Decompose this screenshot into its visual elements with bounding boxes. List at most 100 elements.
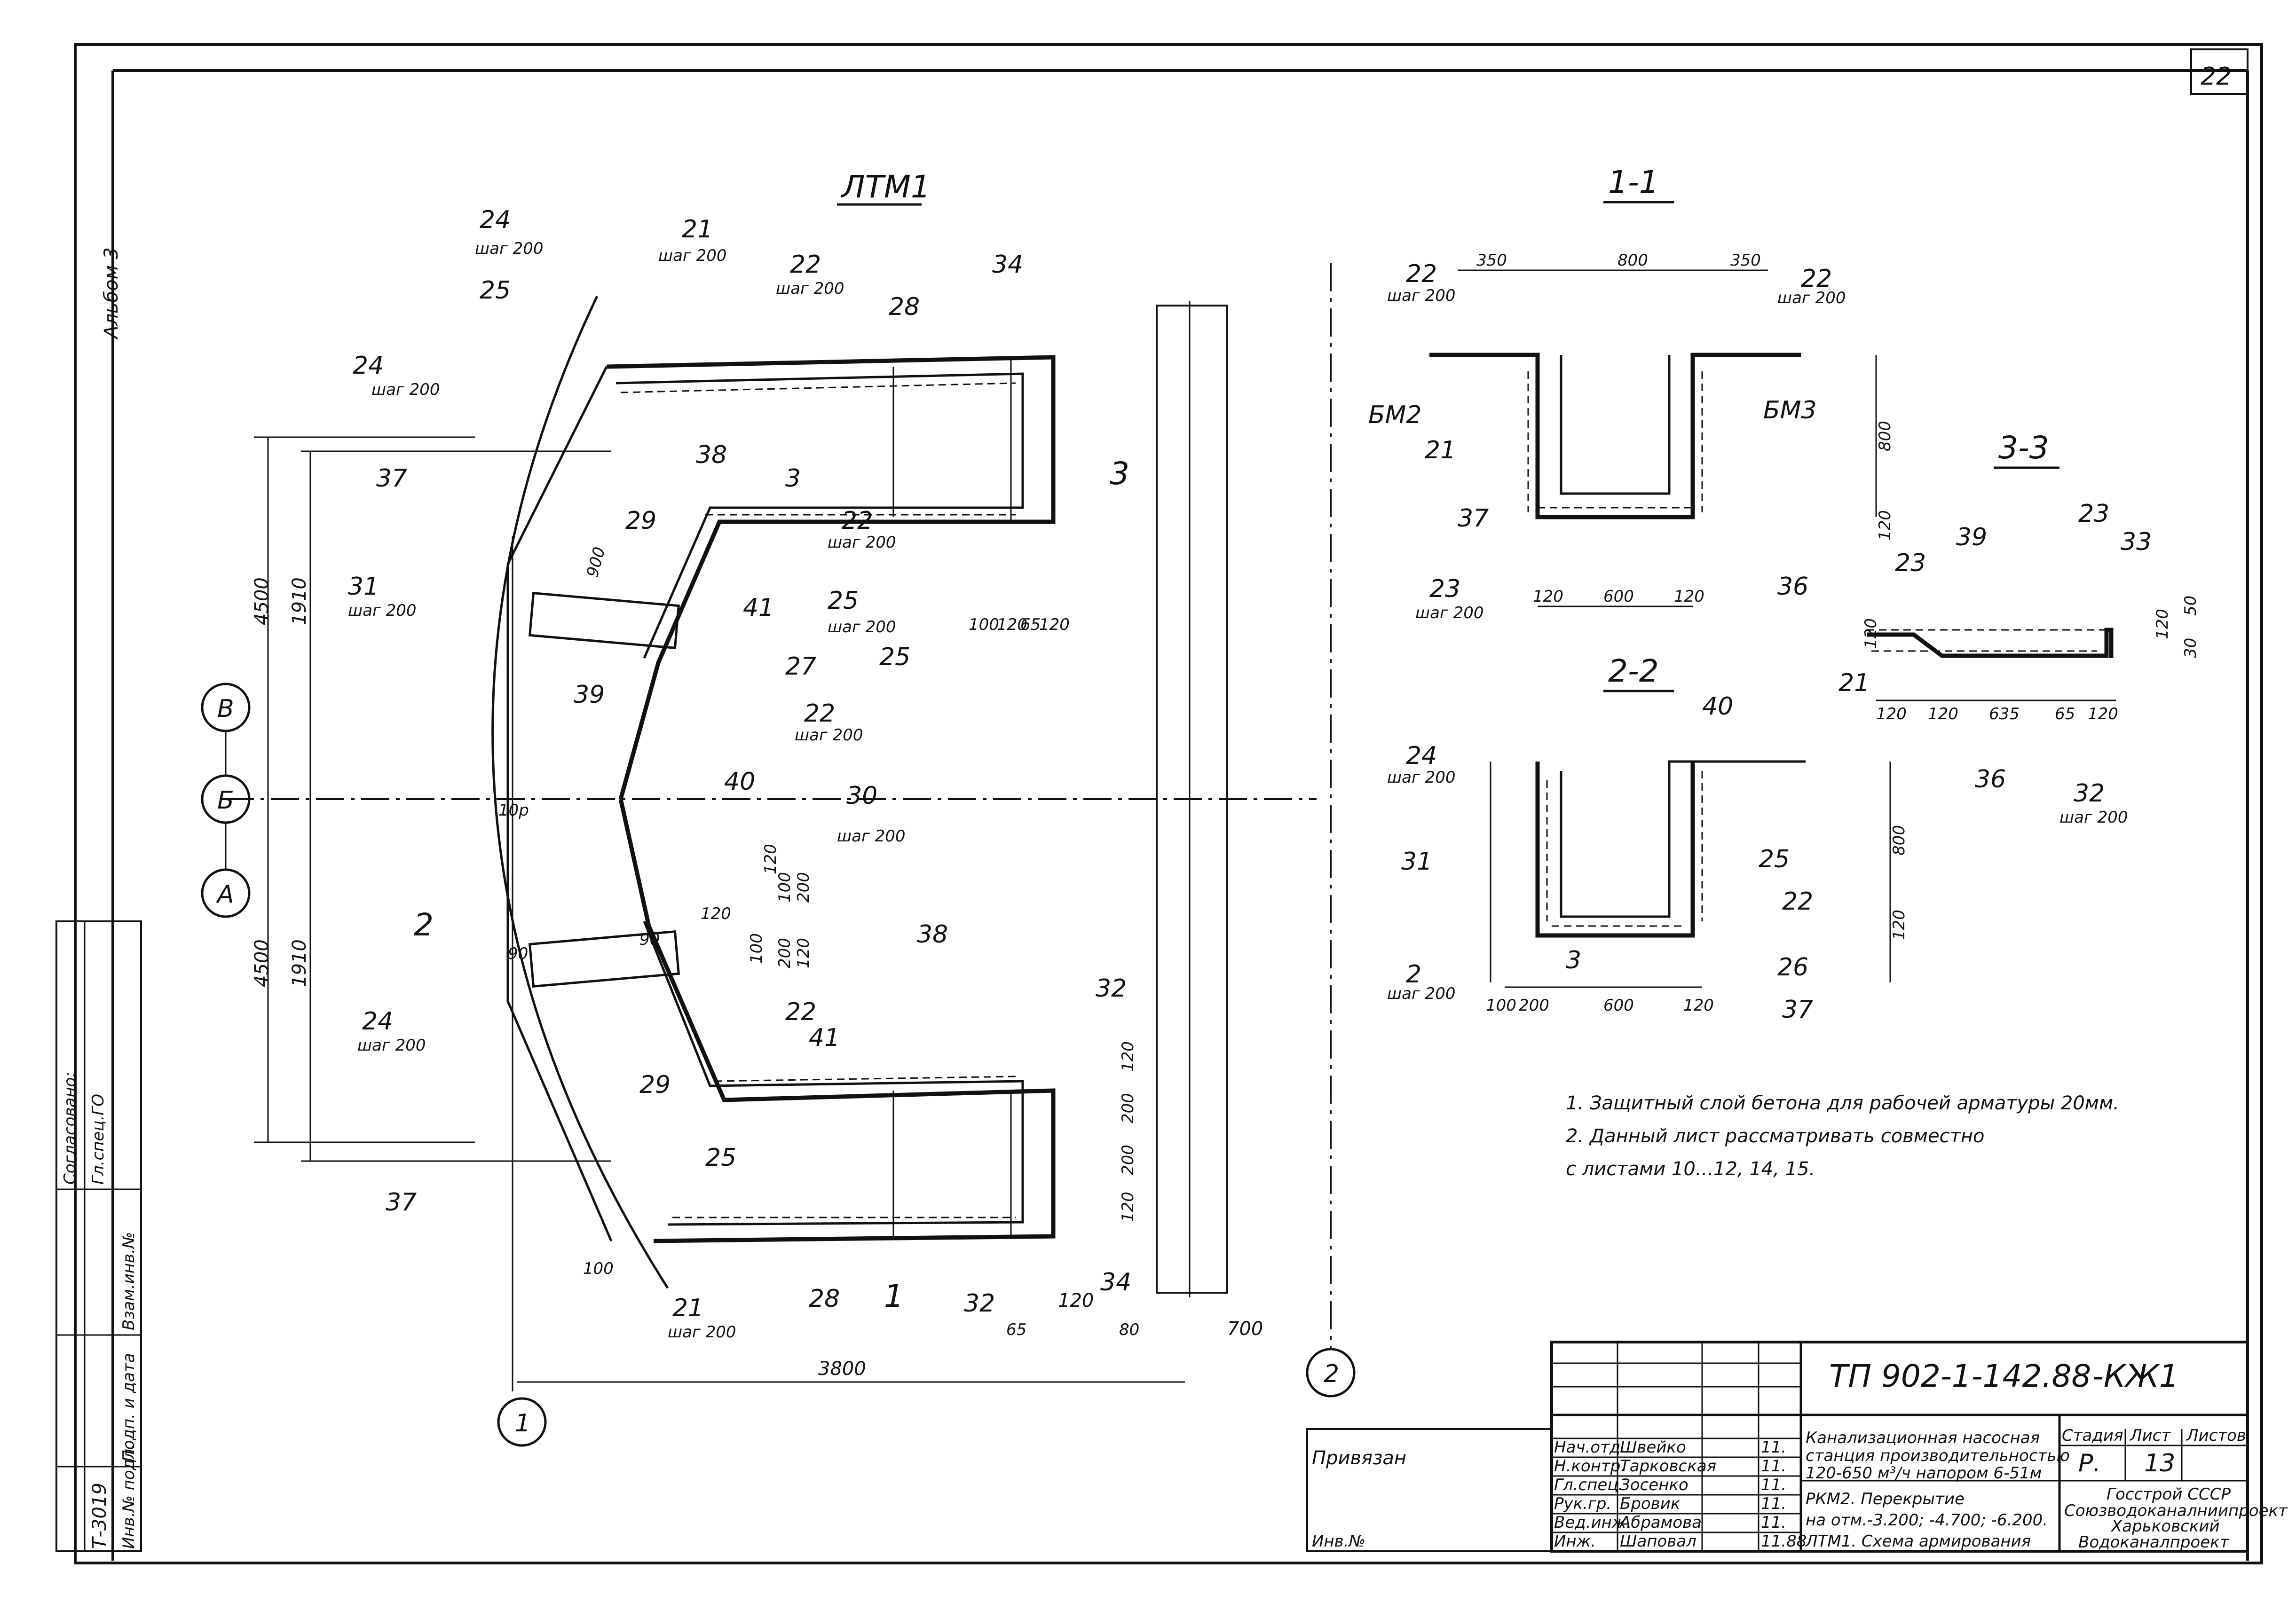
s3-dim: 120 xyxy=(2088,705,2118,723)
s1-dim: 800 xyxy=(1876,421,1894,451)
s2-mark: 31 xyxy=(1401,848,1432,876)
role: Гл.спец. xyxy=(1554,1476,1623,1494)
plan-dim: 120 xyxy=(1119,1192,1137,1222)
plan-mark: 28 xyxy=(889,293,920,321)
plan-mark: 41 xyxy=(743,594,774,622)
section-1-1: 1-1 22 шаг 200 22 шаг 200 БМ2 БМ3 21 37 … xyxy=(1368,164,1894,622)
plan-mark: 3 xyxy=(785,464,801,493)
project-line: станция производительностью xyxy=(1806,1446,2070,1465)
plan-step: шаг 200 xyxy=(795,726,863,745)
date: 11. xyxy=(1761,1513,1786,1532)
plan-mark: 10р xyxy=(498,801,529,820)
plan-dim: 120 xyxy=(997,615,1027,634)
s1-dim: 350 xyxy=(1730,251,1761,270)
svg-text:А: А xyxy=(216,880,234,909)
org-line: Водоканалпроект xyxy=(2078,1533,2230,1552)
plan-dim: 4500 xyxy=(251,577,273,625)
s1-step: шаг 200 xyxy=(1415,604,1484,622)
name: Тарковская xyxy=(1620,1457,1716,1476)
plan-mark: 28 xyxy=(809,1285,840,1313)
s3-dim: 635 xyxy=(1989,705,2020,723)
section-3-3: 3-3 39 23 33 23 21 36 32 шаг 200 50 120 … xyxy=(1838,430,2200,827)
svg-text:2: 2 xyxy=(1324,1360,1339,1388)
plan-step: шаг 200 xyxy=(658,246,727,265)
plan-dim: 4500 xyxy=(251,939,273,987)
s2-step: шаг 200 xyxy=(1387,768,1456,787)
plan-dim: 200 xyxy=(1119,1145,1137,1175)
plan-step: шаг 200 xyxy=(837,827,906,846)
plan-step: шаг 200 xyxy=(357,1036,426,1055)
plan-dim: 120 xyxy=(794,938,813,968)
drawing-line: РКМ2. Перекрытие xyxy=(1806,1490,1965,1508)
plan-mark: 34 xyxy=(1100,1268,1131,1296)
s2-dim: 200 xyxy=(1519,996,1549,1015)
role: Нач.отд. xyxy=(1554,1438,1625,1457)
sheet-number-box xyxy=(2190,48,2249,95)
cut-mark-1: 1 xyxy=(884,1278,904,1314)
s1-mark: 21 xyxy=(1425,436,1456,464)
plan-mark: 39 xyxy=(574,681,605,709)
plan-mark: 21 xyxy=(672,1294,703,1322)
plan-dim: 100 xyxy=(775,872,794,903)
s1-dim: 800 xyxy=(1617,251,1648,270)
outer-border xyxy=(74,43,2263,1564)
plan-dim: 100 xyxy=(969,615,999,634)
plan-mark: 38 xyxy=(917,920,948,949)
inv-label: Инв.№ xyxy=(1312,1532,1365,1551)
s1-dim: 350 xyxy=(1476,251,1507,270)
upper-bars xyxy=(620,382,1016,516)
plan-mark: 22 xyxy=(842,507,873,535)
note-3: с листами 10...12, 14, 15. xyxy=(1566,1158,1815,1180)
plan-step: шаг 200 xyxy=(828,533,896,552)
s1-mark: 36 xyxy=(1777,573,1808,601)
plan-dim: 90 xyxy=(639,930,660,949)
plan-mark: 21 xyxy=(682,215,713,243)
s2-dim: 100 xyxy=(1486,996,1516,1015)
plan-dim: 200 xyxy=(794,872,813,903)
plan-dim: 1910 xyxy=(289,577,310,625)
svg-text:Б: Б xyxy=(217,786,234,815)
s3-mark: 23 xyxy=(2078,500,2109,528)
plan-mark: 22 xyxy=(790,251,821,279)
s2-mark: 37 xyxy=(1782,996,1813,1024)
plan-mark: 24 xyxy=(362,1007,393,1036)
s1-dim: 600 xyxy=(1603,587,1634,606)
s2-dim: 800 xyxy=(1890,825,1909,856)
role: Вед.инж. xyxy=(1554,1513,1631,1532)
drawing-line: на отм.-3.200; -4.700; -6.200. xyxy=(1806,1511,2048,1530)
plan-dim: 90 xyxy=(508,944,528,963)
s1-mark: БМ2 xyxy=(1368,401,1422,429)
plan-mark: 29 xyxy=(625,507,656,535)
upper-beam xyxy=(528,591,680,650)
s2-mark: 40 xyxy=(1702,692,1733,721)
svg-text:В: В xyxy=(217,695,234,723)
cut-mark-2: 2 xyxy=(414,907,434,943)
s3-mark: 21 xyxy=(1838,669,1870,697)
outer-arc xyxy=(491,295,669,1289)
s3-mark: 36 xyxy=(1975,765,2006,793)
plan-mark: 25 xyxy=(879,643,910,671)
s2-dim: 600 xyxy=(1603,996,1634,1015)
s3-dim: 120 xyxy=(1876,705,1907,723)
plan-dim: 120 xyxy=(1119,1041,1137,1072)
plan-dim: 120 xyxy=(1039,615,1070,634)
cut-mark-3: 3 xyxy=(1110,456,1129,492)
plan-mark: 22 xyxy=(804,699,835,728)
plan-dim: 120 xyxy=(701,904,731,923)
plan-dim: 65 xyxy=(1020,615,1041,634)
plan-step: шаг 200 xyxy=(828,618,896,636)
s2-mark: 2 xyxy=(1406,960,1421,989)
stage-header: Стадия xyxy=(2062,1426,2123,1445)
role: Рук.гр. xyxy=(1554,1494,1611,1513)
plan-mark: 25 xyxy=(480,276,511,305)
sheets-header: Листов xyxy=(2186,1426,2246,1445)
stamp-col-2: Инв.№ подл. xyxy=(119,1444,138,1549)
inv-number: Т-3019 xyxy=(89,1483,110,1549)
name: Абрамова xyxy=(1619,1513,1702,1532)
agreed-label: Согласовано: xyxy=(61,1072,79,1185)
s2-dim: 120 xyxy=(1683,996,1714,1015)
plan-mark: 24 xyxy=(480,206,511,234)
plan-mark: 34 xyxy=(992,251,1023,279)
sheet-value: 13 xyxy=(2144,1449,2175,1477)
date: 11. xyxy=(1761,1438,1786,1457)
